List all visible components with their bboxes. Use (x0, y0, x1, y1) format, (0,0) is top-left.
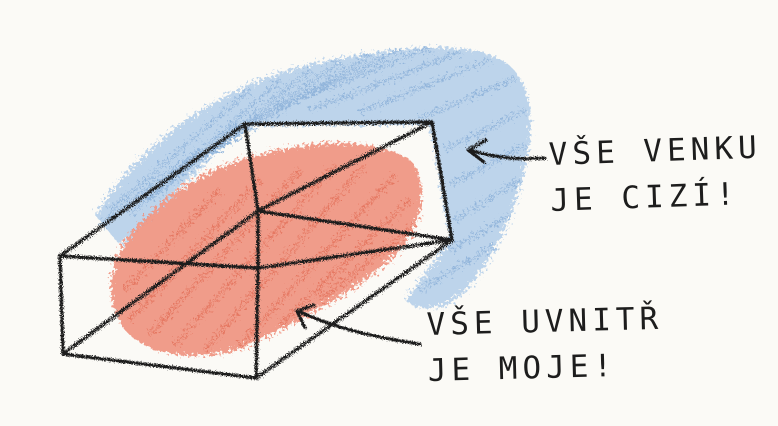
label-outside-line1: VŠE VENKU (548, 125, 762, 178)
label-inside-line1: VŠE UVNITŘ (426, 296, 664, 348)
label-outside: VŠE VENKU JE CIZÍ! (548, 125, 764, 224)
label-inside: VŠE UVNITŘ JE MOJE! (426, 296, 665, 394)
label-outside-line2: JE CIZÍ! (550, 171, 764, 224)
label-inside-line2: JE MOJE! (427, 342, 665, 394)
